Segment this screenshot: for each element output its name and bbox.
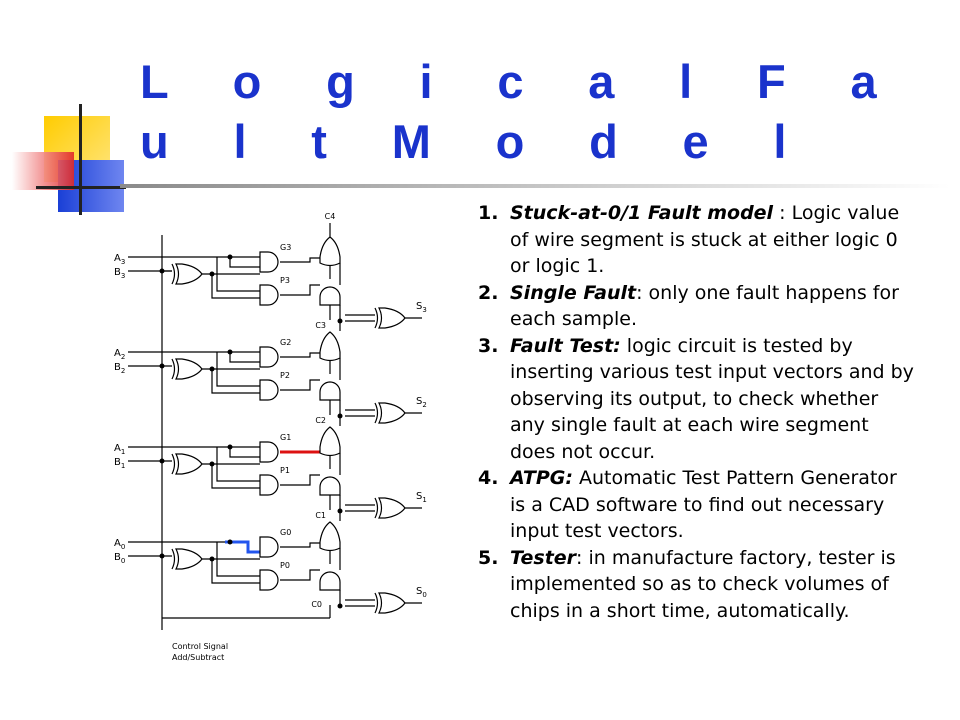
input-a-label: A — [114, 538, 121, 549]
svg-text:B3: B3 — [114, 267, 125, 280]
item-term: ATPG: — [510, 467, 573, 489]
stage-3: A3 B3 G3 P3 C3 S3 — [114, 236, 427, 331]
stage-0: A0 B0 G0 P0 S0 — [114, 521, 427, 614]
svg-text:A1: A1 — [114, 443, 125, 456]
carry-in-label: C0 — [311, 600, 322, 609]
control-signal-label: Control Signal — [172, 642, 228, 651]
input-a-index: 2 — [121, 353, 125, 361]
generate-label: G1 — [280, 433, 291, 442]
sum-index: 1 — [422, 496, 426, 504]
item-separator: : — [576, 546, 589, 569]
svg-text:A3: A3 — [114, 253, 125, 266]
input-b-index: 2 — [121, 367, 125, 375]
svg-text:S2: S2 — [416, 396, 427, 409]
slide-decoration-squares-icon — [12, 104, 126, 215]
svg-text:B1: B1 — [114, 457, 125, 470]
stage-2: A2 B2 G2 P2 C2 S2 — [114, 331, 427, 426]
carry-label: C3 — [315, 321, 326, 330]
list-item: 2. Single Fault: only one fault happens f… — [478, 280, 918, 333]
input-b-label: B — [114, 362, 121, 373]
sum-index: 0 — [422, 591, 426, 599]
input-b-label: B — [114, 457, 121, 468]
carry-label: C2 — [315, 416, 326, 425]
carry-out-label: C4 — [325, 212, 336, 221]
svg-text:A2: A2 — [114, 348, 125, 361]
propagate-label: P0 — [280, 561, 290, 570]
item-number: 1. — [478, 202, 499, 224]
stage-1: A1 B1 G1 P1 C1 S1 — [114, 426, 427, 521]
adder-subtractor-circuit-diagram: C4 C0 Control Signal Add/Subtract A3 B3 … — [114, 212, 427, 662]
sum-label: S — [416, 491, 422, 502]
carry-label: C1 — [315, 511, 326, 520]
item-number: 5. — [478, 546, 499, 569]
item-number: 3. — [478, 334, 499, 357]
sum-label: S — [416, 301, 422, 312]
input-a-label: A — [114, 348, 121, 359]
item-term: Tester — [510, 546, 577, 569]
item-number: 2. — [478, 281, 499, 304]
input-a-index: 0 — [121, 543, 125, 551]
generate-label: G3 — [280, 243, 291, 252]
input-b-index: 1 — [121, 462, 125, 470]
item-text: logic circuit is tested by inserting var… — [510, 334, 914, 463]
input-b-index: 3 — [121, 272, 125, 280]
sum-label: S — [416, 586, 422, 597]
input-b-label: B — [114, 552, 121, 563]
title-underline — [120, 184, 950, 188]
propagate-label: P1 — [280, 466, 290, 475]
slide-title: L o g i c a l F a u l t M o d e l — [140, 55, 903, 168]
generate-label: G2 — [280, 338, 291, 347]
list-item: 5. Tester: in manufacture factory, tester… — [478, 545, 918, 625]
item-text: Logic value of wire segment is stuck at … — [510, 202, 900, 277]
input-b-index: 0 — [121, 557, 125, 565]
propagate-label: P2 — [280, 371, 290, 380]
input-a-label: A — [114, 443, 121, 454]
item-separator: : — [773, 202, 792, 224]
stuck-fault-wire-g1 — [280, 447, 324, 454]
svg-text:B2: B2 — [114, 362, 125, 375]
propagate-label: P3 — [280, 276, 290, 285]
item-text: only one fault happens for each sample. — [510, 281, 899, 331]
list-item: 4. ATPG: Automatic Test Pattern Generator… — [478, 465, 918, 545]
item-text: Automatic Test Pattern Generator is a CA… — [510, 467, 897, 542]
svg-text:S0: S0 — [416, 586, 427, 599]
input-a-index: 3 — [121, 258, 125, 266]
input-b-label: B — [114, 267, 121, 278]
sum-index: 3 — [422, 306, 426, 314]
item-term: Fault Test: — [510, 334, 621, 357]
svg-text:S1: S1 — [416, 491, 427, 504]
item-term: Single Fault — [510, 281, 637, 304]
input-a-label: A — [114, 253, 121, 264]
item-term: Stuck-at-0/1 Fault model — [510, 202, 774, 224]
svg-text:A0: A0 — [114, 538, 125, 551]
list-item: 1. Stuck-at-0/1 Fault model : Logic value… — [478, 200, 918, 280]
input-a-index: 1 — [121, 448, 125, 456]
add-subtract-label: Add/Subtract — [172, 653, 224, 662]
list-item: 3. Fault Test: logic circuit is tested by… — [478, 333, 918, 466]
item-separator: : — [636, 281, 649, 304]
stuck-fault-wire-g0 — [225, 540, 260, 554]
svg-text:S3: S3 — [416, 301, 427, 314]
item-number: 4. — [478, 467, 499, 489]
generate-label: G0 — [280, 528, 291, 537]
svg-text:B0: B0 — [114, 552, 125, 565]
item-text: in manufacture factory, tester is implem… — [510, 546, 896, 622]
fault-model-list: 1. Stuck-at-0/1 Fault model : Logic value… — [478, 200, 918, 624]
sum-index: 2 — [422, 401, 426, 409]
sum-label: S — [416, 396, 422, 407]
